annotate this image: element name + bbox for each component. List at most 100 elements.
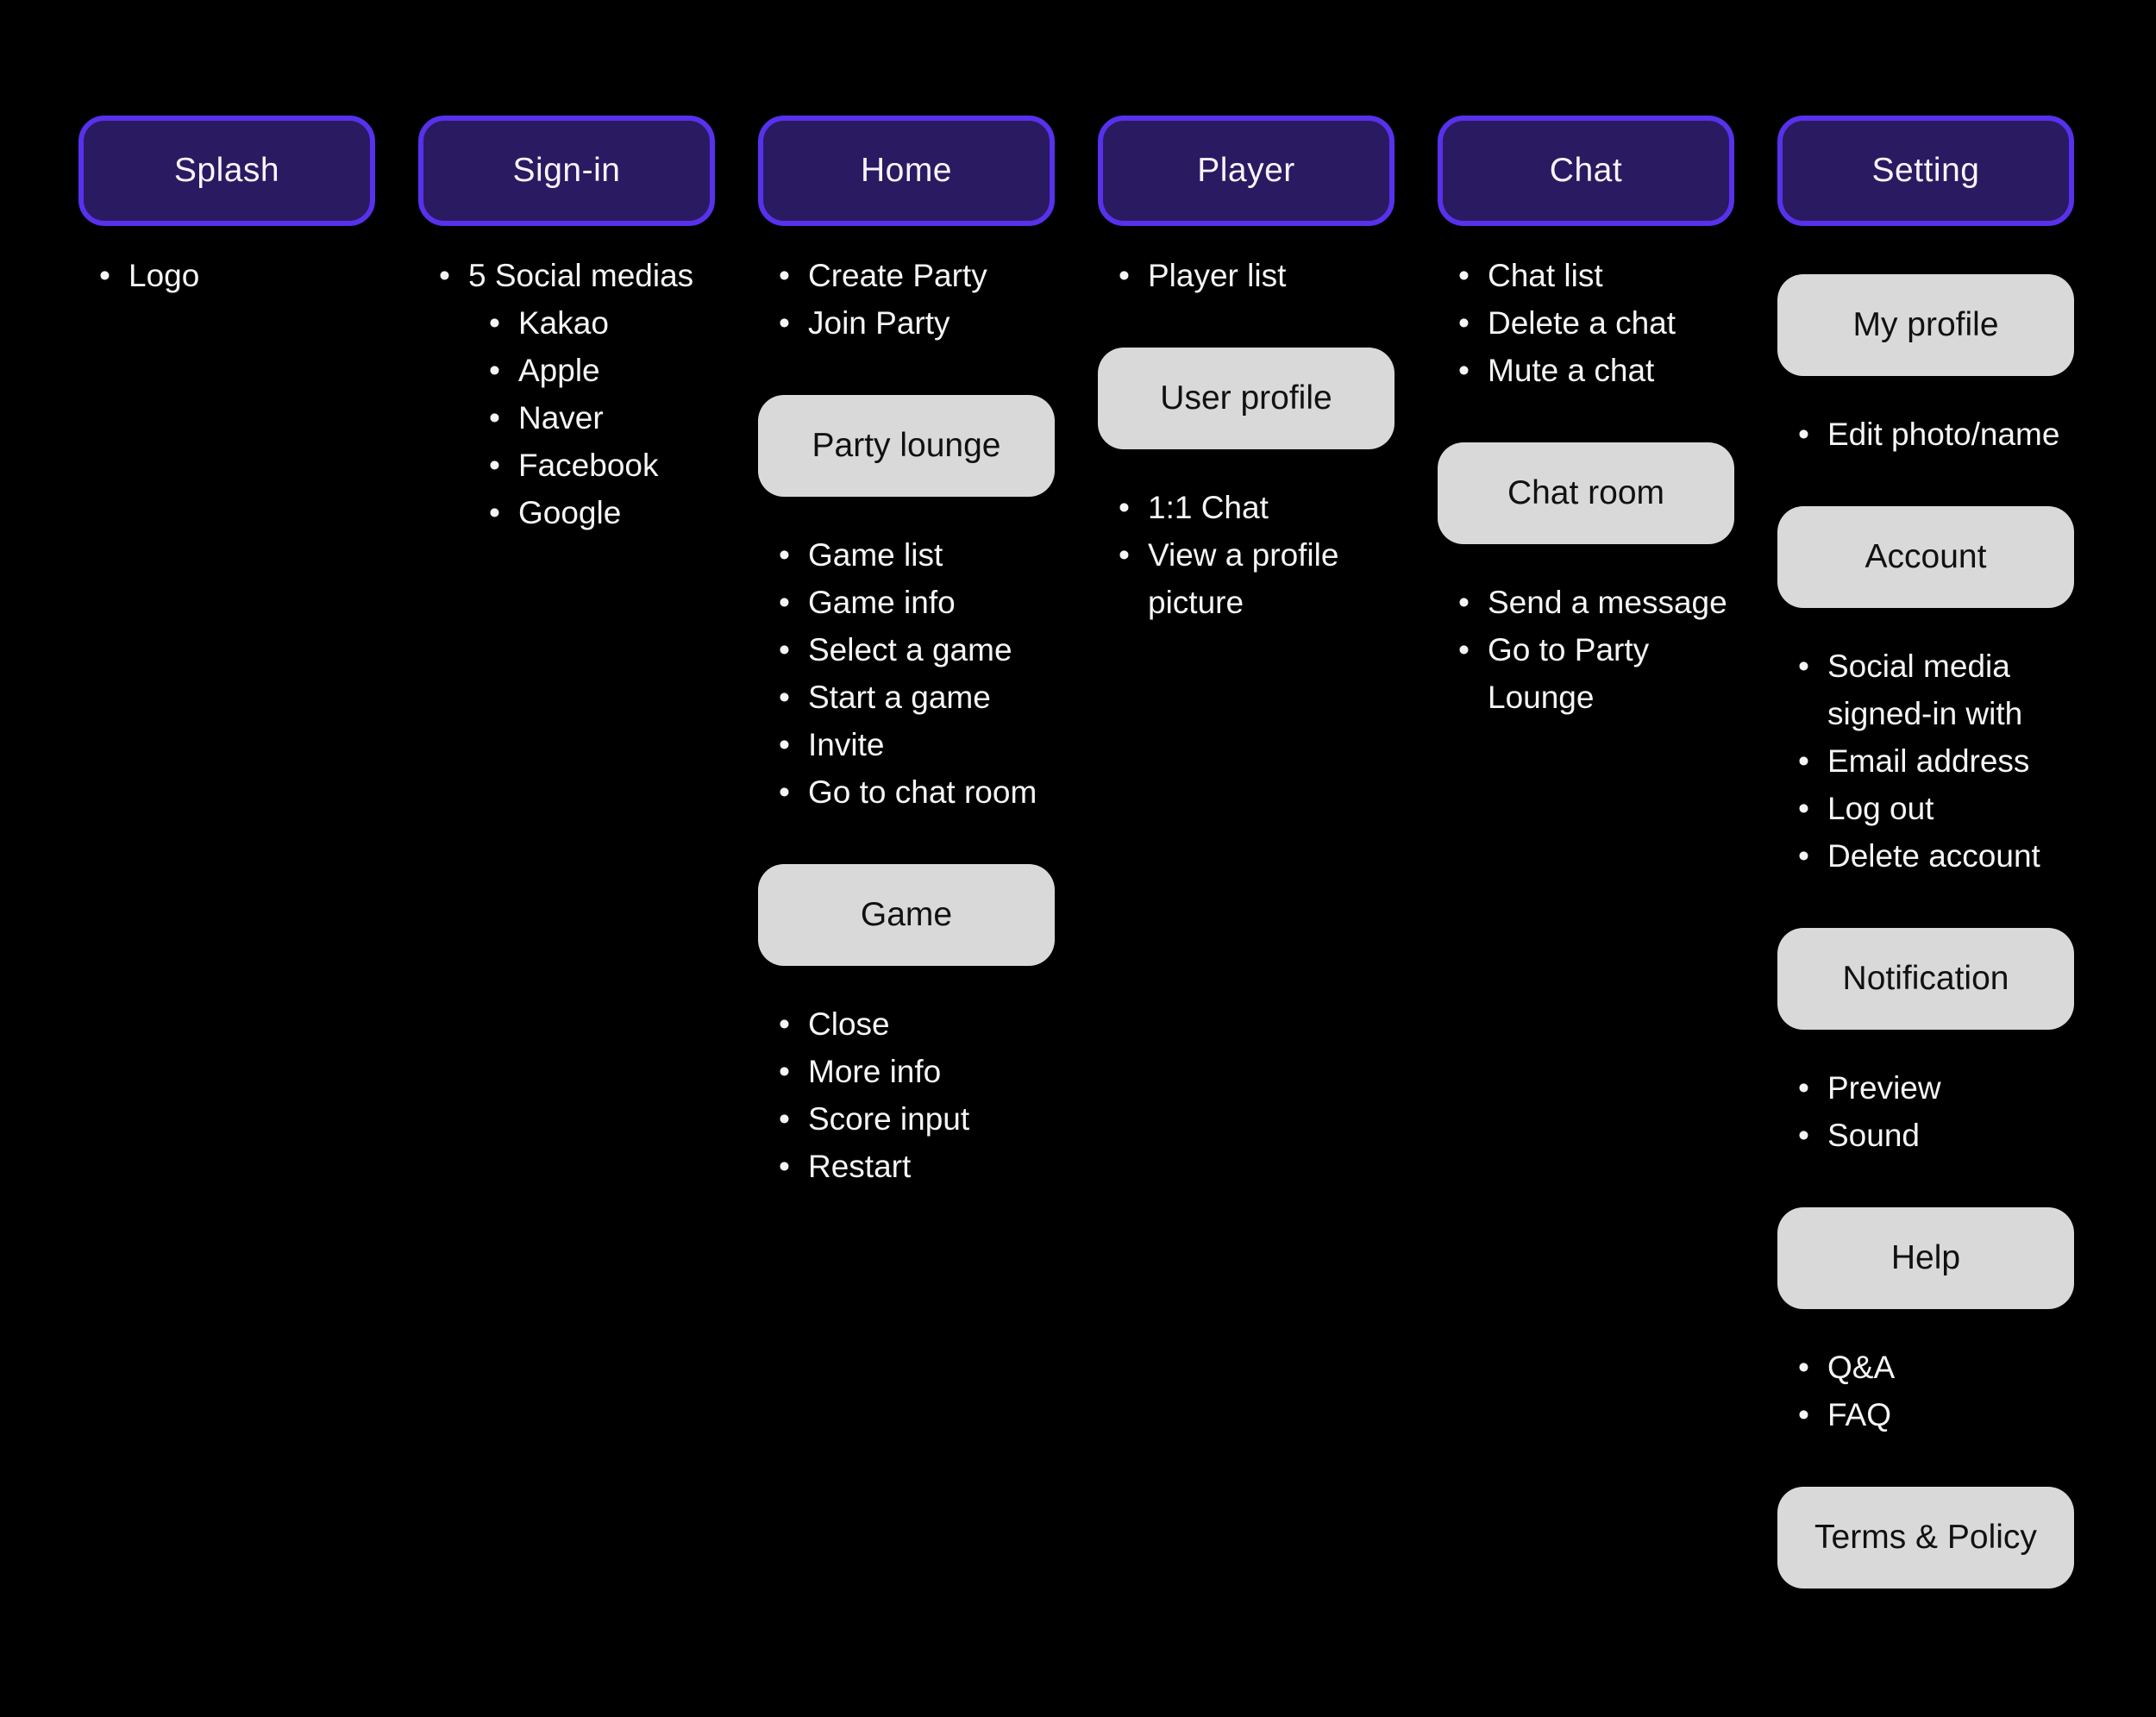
list-item-label: Kakao [518,305,609,341]
feature-list: • Q&A •FAQ [1777,1344,2074,1438]
bullet-icon: • [1798,743,1809,779]
list-item-close: •Close [758,1000,1055,1048]
column-sign-in: Sign-in •5 Social medias • Kakao • Apple • Nave… [418,116,715,536]
list-item-more-info: •More info [758,1048,1055,1095]
bullet-icon: • [489,448,500,483]
feature-list: •Preview•Sound [1777,1064,2074,1159]
screen-node-setting[interactable]: Setting [1777,116,2074,226]
section-node-party-lounge[interactable]: Party lounge [758,395,1055,497]
list-item-label: Game list [808,537,943,573]
bullet-icon: • [779,585,790,620]
bullet-icon: • [1458,585,1470,620]
list-item-label: Score input [808,1101,970,1137]
list-item-label: Restart [808,1149,912,1184]
list-item-label: Player list [1148,258,1287,293]
screen-node-sign-in[interactable]: Sign-in [418,116,715,226]
feature-list: • Chat list • Delete a chat • Mute a chat [1438,252,1734,394]
list-item-label: Apple [518,353,600,388]
list-item-join-party: • Join Party [758,299,1055,347]
feature-list: •Logo [78,252,375,299]
list-item-kakao: • Kakao [418,299,715,347]
section-node-help[interactable]: Help [1777,1207,2074,1309]
list-item-restart: •Restart [758,1143,1055,1190]
list-item-delete-a-chat: • Delete a chat [1438,299,1734,347]
section-node-terms-policy[interactable]: Terms & Policy [1777,1487,2074,1589]
list-item-label: Delete a chat [1488,305,1677,341]
bullet-icon: • [1458,632,1470,667]
section-node-user-profile[interactable]: User profile [1098,348,1395,449]
list-item-5-social-medias: •5 Social medias [418,252,715,299]
list-item-game-list: •Game list [758,531,1055,579]
list-item-select-a-game: •Select a game [758,626,1055,674]
screen-node-player[interactable]: Player [1098,116,1395,226]
bullet-icon: • [779,632,790,667]
bullet-icon: • [1798,791,1809,826]
bullet-icon: • [779,727,790,762]
screen-node-home[interactable]: Home [758,116,1055,226]
list-item-label: Mute a chat [1488,353,1655,388]
list-item-label: Go to Party Lounge [1488,632,1650,715]
list-item-label: Facebook [518,448,659,483]
list-item-google: • Google [418,489,715,536]
list-item-label: Naver [518,400,604,436]
list-item-faq: •FAQ [1777,1391,2074,1438]
section-node-chat-room[interactable]: Chat room [1438,442,1734,544]
list-item-label: Join Party [808,305,950,341]
section-node-game[interactable]: Game [758,864,1055,966]
list-item-label: Preview [1827,1070,1941,1106]
list-item-label: Social media signed-in with [1827,649,2023,731]
list-item-sound: •Sound [1777,1112,2074,1159]
feature-list: •Close•More info • Score input •Restart [758,1000,1055,1190]
column-chat: Chat • Chat list • Delete a chat • Mute a chat… [1438,116,1734,721]
bullet-icon: • [489,305,500,341]
feature-list: • Social media signed-in with •Email addre… [1777,642,2074,880]
list-item-preview: •Preview [1777,1064,2074,1112]
bullet-icon: • [1119,490,1130,525]
list-item-go-to-party-lounge: • Go to Party Lounge [1438,626,1734,721]
list-item-view-a-profile-picture: •View a profile picture [1098,531,1395,626]
list-item-chat-list: • Chat list [1438,252,1734,299]
bullet-icon: • [1798,649,1809,684]
list-item-edit-photo-name: •Edit photo/name [1777,410,2074,458]
list-item-label: 1:1 Chat [1148,490,1269,525]
bullet-icon: • [1458,258,1470,293]
list-item-label: Chat list [1488,258,1603,293]
screen-node-splash[interactable]: Splash [78,116,375,226]
list-item-facebook: • Facebook [418,442,715,489]
bullet-icon: • [1119,537,1130,573]
list-item-label: Start a game [808,680,991,715]
feature-list: •5 Social medias • Kakao • Apple • Naver • Faceb… [418,252,715,536]
bullet-icon: • [1798,838,1809,874]
bullet-icon: • [779,1006,790,1042]
feature-list: •Player list [1098,252,1395,299]
bullet-icon: • [1458,305,1470,341]
list-item-label: Invite [808,727,885,762]
list-item-label: Google [518,495,622,530]
feature-list: •Game list•Game info•Select a game•Start… [758,531,1055,816]
list-item-label: Delete account [1827,838,2040,874]
bullet-icon: • [1798,417,1809,452]
bullet-icon: • [1458,353,1470,388]
bullet-icon: • [779,774,790,810]
bullet-icon: • [779,305,790,341]
section-node-notification[interactable]: Notification [1777,928,2074,1030]
list-item-go-to-chat-room: •Go to chat room [758,768,1055,816]
bullet-icon: • [489,400,500,436]
feature-list: • Send a message • Go to Party Lounge [1438,579,1734,721]
list-item-label: Logo [128,258,200,293]
bullet-icon: • [1798,1350,1809,1385]
list-item-label: Create Party [808,258,987,293]
list-item-email-address: •Email address [1777,737,2074,785]
screen-node-chat[interactable]: Chat [1438,116,1734,226]
list-item-start-a-game: •Start a game [758,674,1055,721]
bullet-icon: • [489,495,500,530]
list-item-label: Send a message [1488,585,1727,620]
list-item-label: More info [808,1054,942,1089]
section-node-my-profile[interactable]: My profile [1777,274,2074,376]
list-item-social-media-signed-in-with: • Social media signed-in with [1777,642,2074,737]
bullet-icon: • [779,258,790,293]
feature-list: • Create Party • Join Party [758,252,1055,347]
list-item-label: Q&A [1827,1350,1896,1385]
section-node-account[interactable]: Account [1777,506,2074,608]
